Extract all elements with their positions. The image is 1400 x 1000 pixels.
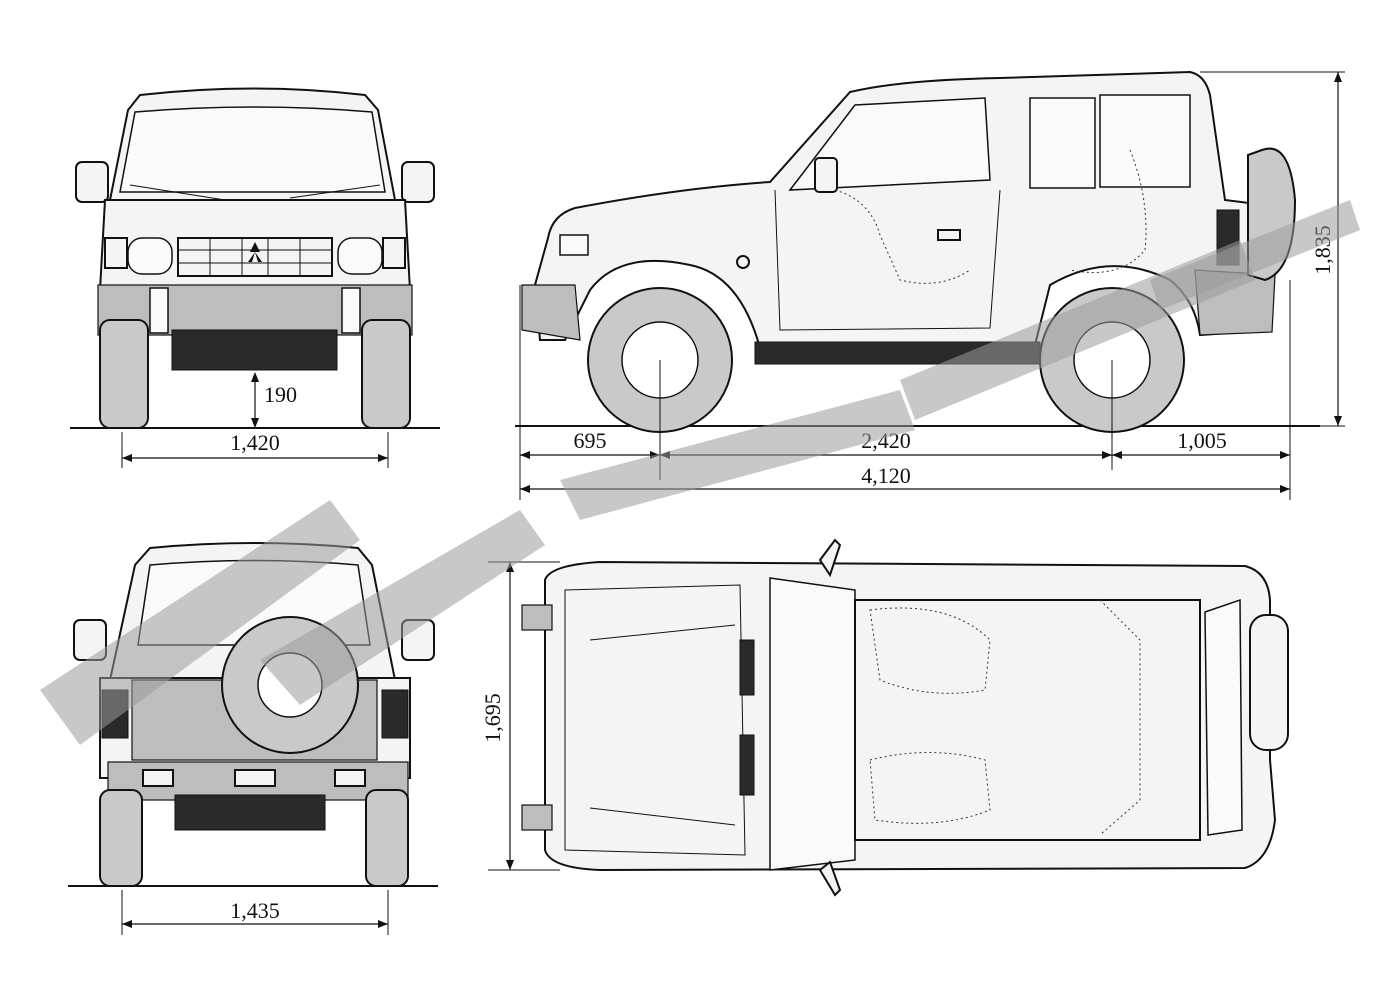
rear-plate-lamp: [234, 769, 276, 787]
side-fuel-cap: [736, 255, 750, 269]
front-foglamp-right: [341, 287, 361, 334]
top-overall-width-label: 1,695: [480, 693, 505, 743]
front-indicator-right: [382, 237, 406, 269]
front-windshield: [119, 106, 386, 193]
top-vent-2: [739, 734, 755, 796]
rear-lamp-left: [142, 769, 174, 787]
side-mirror: [814, 157, 838, 193]
front-mirror-left: [75, 161, 109, 203]
top-spare-tire: [1249, 614, 1289, 751]
top-bumper-end-left: [521, 604, 553, 631]
top-vent-1: [739, 639, 755, 696]
front-track-label: 1,420: [230, 430, 280, 455]
side-rear-window-2: [1099, 94, 1191, 188]
top-hood-creases: [589, 624, 736, 826]
top-mirror-right: [818, 860, 842, 897]
side-front-bumper: [521, 284, 581, 341]
top-view: 1,695: [480, 538, 1289, 897]
side-rear-overhang-label: 1,005: [1177, 428, 1227, 453]
front-headlamp-left: [127, 237, 173, 275]
side-interior-seats: [834, 149, 1147, 284]
side-front-window: [788, 97, 991, 191]
front-tire-left: [99, 319, 149, 429]
top-roof: [854, 599, 1201, 841]
front-mirror-right: [401, 161, 435, 203]
top-rear-window: [1204, 598, 1243, 836]
top-interior-seats: [869, 599, 1141, 836]
top-mirror-left: [818, 538, 842, 578]
front-view: 190 1,420: [70, 87, 440, 468]
front-wipers: [129, 184, 381, 201]
side-door-handle: [937, 229, 961, 241]
front-underbody: [171, 329, 338, 371]
side-door-outline: [774, 189, 1001, 331]
rear-lamp-right: [334, 769, 366, 787]
side-front-overhang-label: 695: [574, 428, 607, 453]
rear-tire-left: [99, 789, 143, 887]
top-windshield: [769, 577, 856, 871]
front-tire-right: [361, 319, 411, 429]
rear-tire-right: [365, 789, 409, 887]
front-indicator-left: [104, 237, 128, 269]
side-rear-window-1: [1029, 97, 1096, 189]
top-hood: [564, 584, 746, 856]
side-overall-length-label: 4,120: [861, 463, 911, 488]
front-headlamp-right: [337, 237, 383, 275]
front-foglamp-left: [149, 287, 169, 334]
rear-tail-lamp-right: [381, 689, 409, 739]
rear-underbody: [174, 794, 326, 831]
top-bumper-end-right: [521, 804, 553, 831]
side-headlamp: [559, 234, 589, 256]
front-ground-clearance-label: 190: [264, 382, 297, 407]
watermark-logo: [40, 200, 1360, 745]
front-emblem-icon: [248, 242, 262, 262]
rear-track-label: 1,435: [230, 898, 280, 923]
